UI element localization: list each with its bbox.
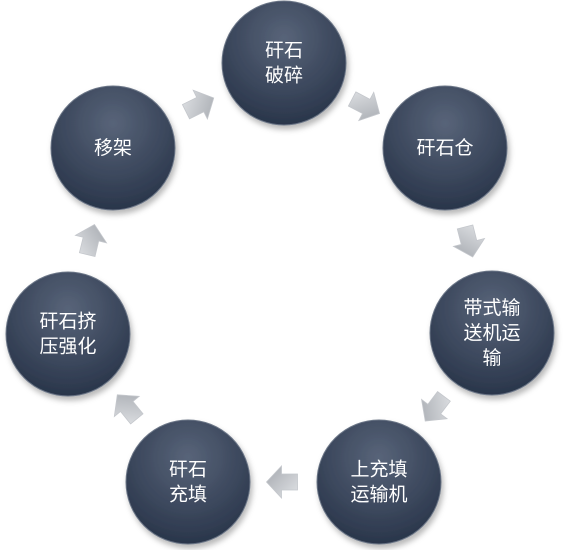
flow-arrow-icon: [181, 89, 215, 121]
node-circle: [429, 270, 555, 396]
node-label-line: 上充填: [350, 459, 407, 481]
flow-arrow-icon: [420, 390, 451, 422]
node-circle: [316, 419, 442, 545]
node-bin: 矸石仓: [382, 85, 508, 211]
node-label-line: 压强化: [39, 336, 96, 358]
flow-arrow-icon: [265, 464, 298, 500]
node-label-line: 带式输: [463, 297, 520, 319]
flow-arrow-icon: [113, 394, 144, 425]
flow-arrow-icon: [74, 223, 108, 257]
node-label-line: 移架: [94, 137, 132, 159]
node-circle: [50, 85, 176, 211]
node-circle: [221, 0, 347, 126]
node-circle: [125, 419, 251, 545]
flow-arrow-icon: [347, 91, 381, 122]
node-label-line: 充填: [169, 484, 207, 506]
node-label-line: 矸石: [169, 459, 207, 481]
node-label-line: 运输机: [350, 484, 407, 506]
node-label-line: 送机运: [463, 322, 520, 344]
flow-arrow-icon: [452, 224, 486, 258]
node-label-line: 矸石: [265, 40, 303, 62]
node-label-line: 破碎: [265, 65, 303, 87]
node-circle: [382, 85, 508, 211]
node-label-line: 输: [482, 347, 501, 369]
node-label-line: 矸石仓: [416, 137, 473, 159]
node-support: 移架: [50, 85, 176, 211]
node-circle: [5, 271, 131, 397]
node-label-line: 矸石挤: [39, 311, 96, 333]
